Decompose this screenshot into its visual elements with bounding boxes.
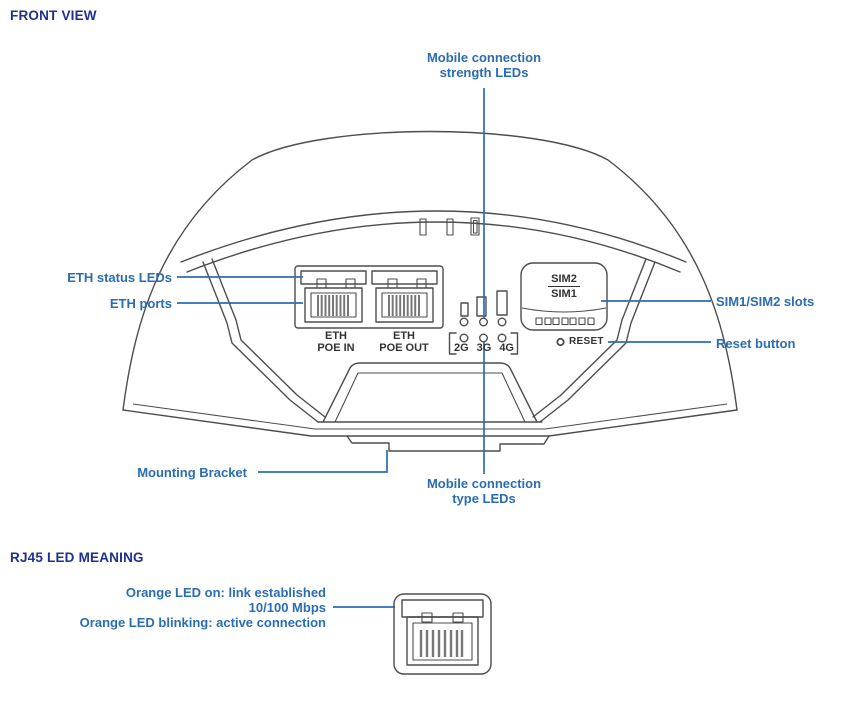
bracket-left-glyph (448, 332, 457, 355)
port-out-led-strip (371, 270, 438, 285)
label-mounting-bracket: Mounting Bracket (137, 465, 247, 480)
port-in-led-strip (300, 270, 367, 285)
port-out-pins (388, 295, 420, 316)
rj45-section-title: RJ45 LED MEANING (10, 550, 144, 565)
device-outline (122, 130, 738, 452)
label-sim-slots: SIM1/SIM2 slots (716, 294, 815, 309)
vent-slots (419, 217, 480, 236)
label-eth-status-leds: ETH status LEDs (67, 270, 172, 285)
port-in-pins (317, 295, 349, 316)
signal-strength-bars (460, 290, 508, 317)
port-in-jack (304, 287, 363, 323)
port-out-jack (375, 287, 434, 323)
eth-port-assembly (294, 265, 444, 329)
rj45-meaning-line: Orange LED blinking: active connection (79, 615, 326, 630)
rj45-pins (419, 630, 464, 657)
callout-lines (177, 88, 711, 608)
bottom-edge-inner (132, 403, 728, 430)
dome-outline (122, 130, 738, 411)
left-wall-inner (211, 258, 326, 418)
rj45-jack (406, 616, 479, 666)
port-frame (294, 265, 444, 329)
mounting-bracket-shape (346, 435, 550, 452)
right-wall-outer (539, 261, 656, 423)
rj45-connector-drawing (393, 593, 492, 675)
rj45-meaning-line: 10/100 Mbps (248, 600, 326, 615)
sim-cover-squares (535, 317, 595, 326)
signal-generation-labels: 2G 3G 4G (454, 342, 514, 354)
label-mobile-type-leds: Mobile connection type LEDs (426, 476, 542, 506)
right-wall-inner (532, 258, 647, 418)
front-view-title: FRONT VIEW (10, 8, 97, 23)
connection-led-dots (448, 317, 519, 355)
rj45-led-strip (401, 599, 484, 618)
bracket-right-glyph (510, 332, 519, 355)
port-out-label: ETH POE OUT (379, 330, 429, 354)
reset-label: RESET (569, 336, 604, 347)
port-in-label: ETH POE IN (317, 330, 355, 354)
brim-lower (186, 221, 681, 273)
callout-line-bracket (258, 450, 388, 473)
recess-outer (322, 362, 538, 423)
label-mobile-strength-leds: Mobile connection strength LEDs (426, 50, 542, 80)
recess-inner (334, 372, 526, 423)
sim-slot-cover (520, 262, 608, 331)
bottom-edge-outer (122, 409, 738, 437)
rj45-meaning-lines: Orange LED on: link established 10/100 M… (45, 585, 326, 630)
sim-slot-label: SIM2 SIM1 (534, 273, 594, 300)
label-reset-button: Reset button (716, 336, 796, 351)
reset-button-hole (556, 337, 565, 347)
brim-upper (180, 210, 687, 263)
rj45-meaning-line: Orange LED on: link established (125, 585, 326, 600)
label-eth-ports: ETH ports (109, 296, 172, 311)
